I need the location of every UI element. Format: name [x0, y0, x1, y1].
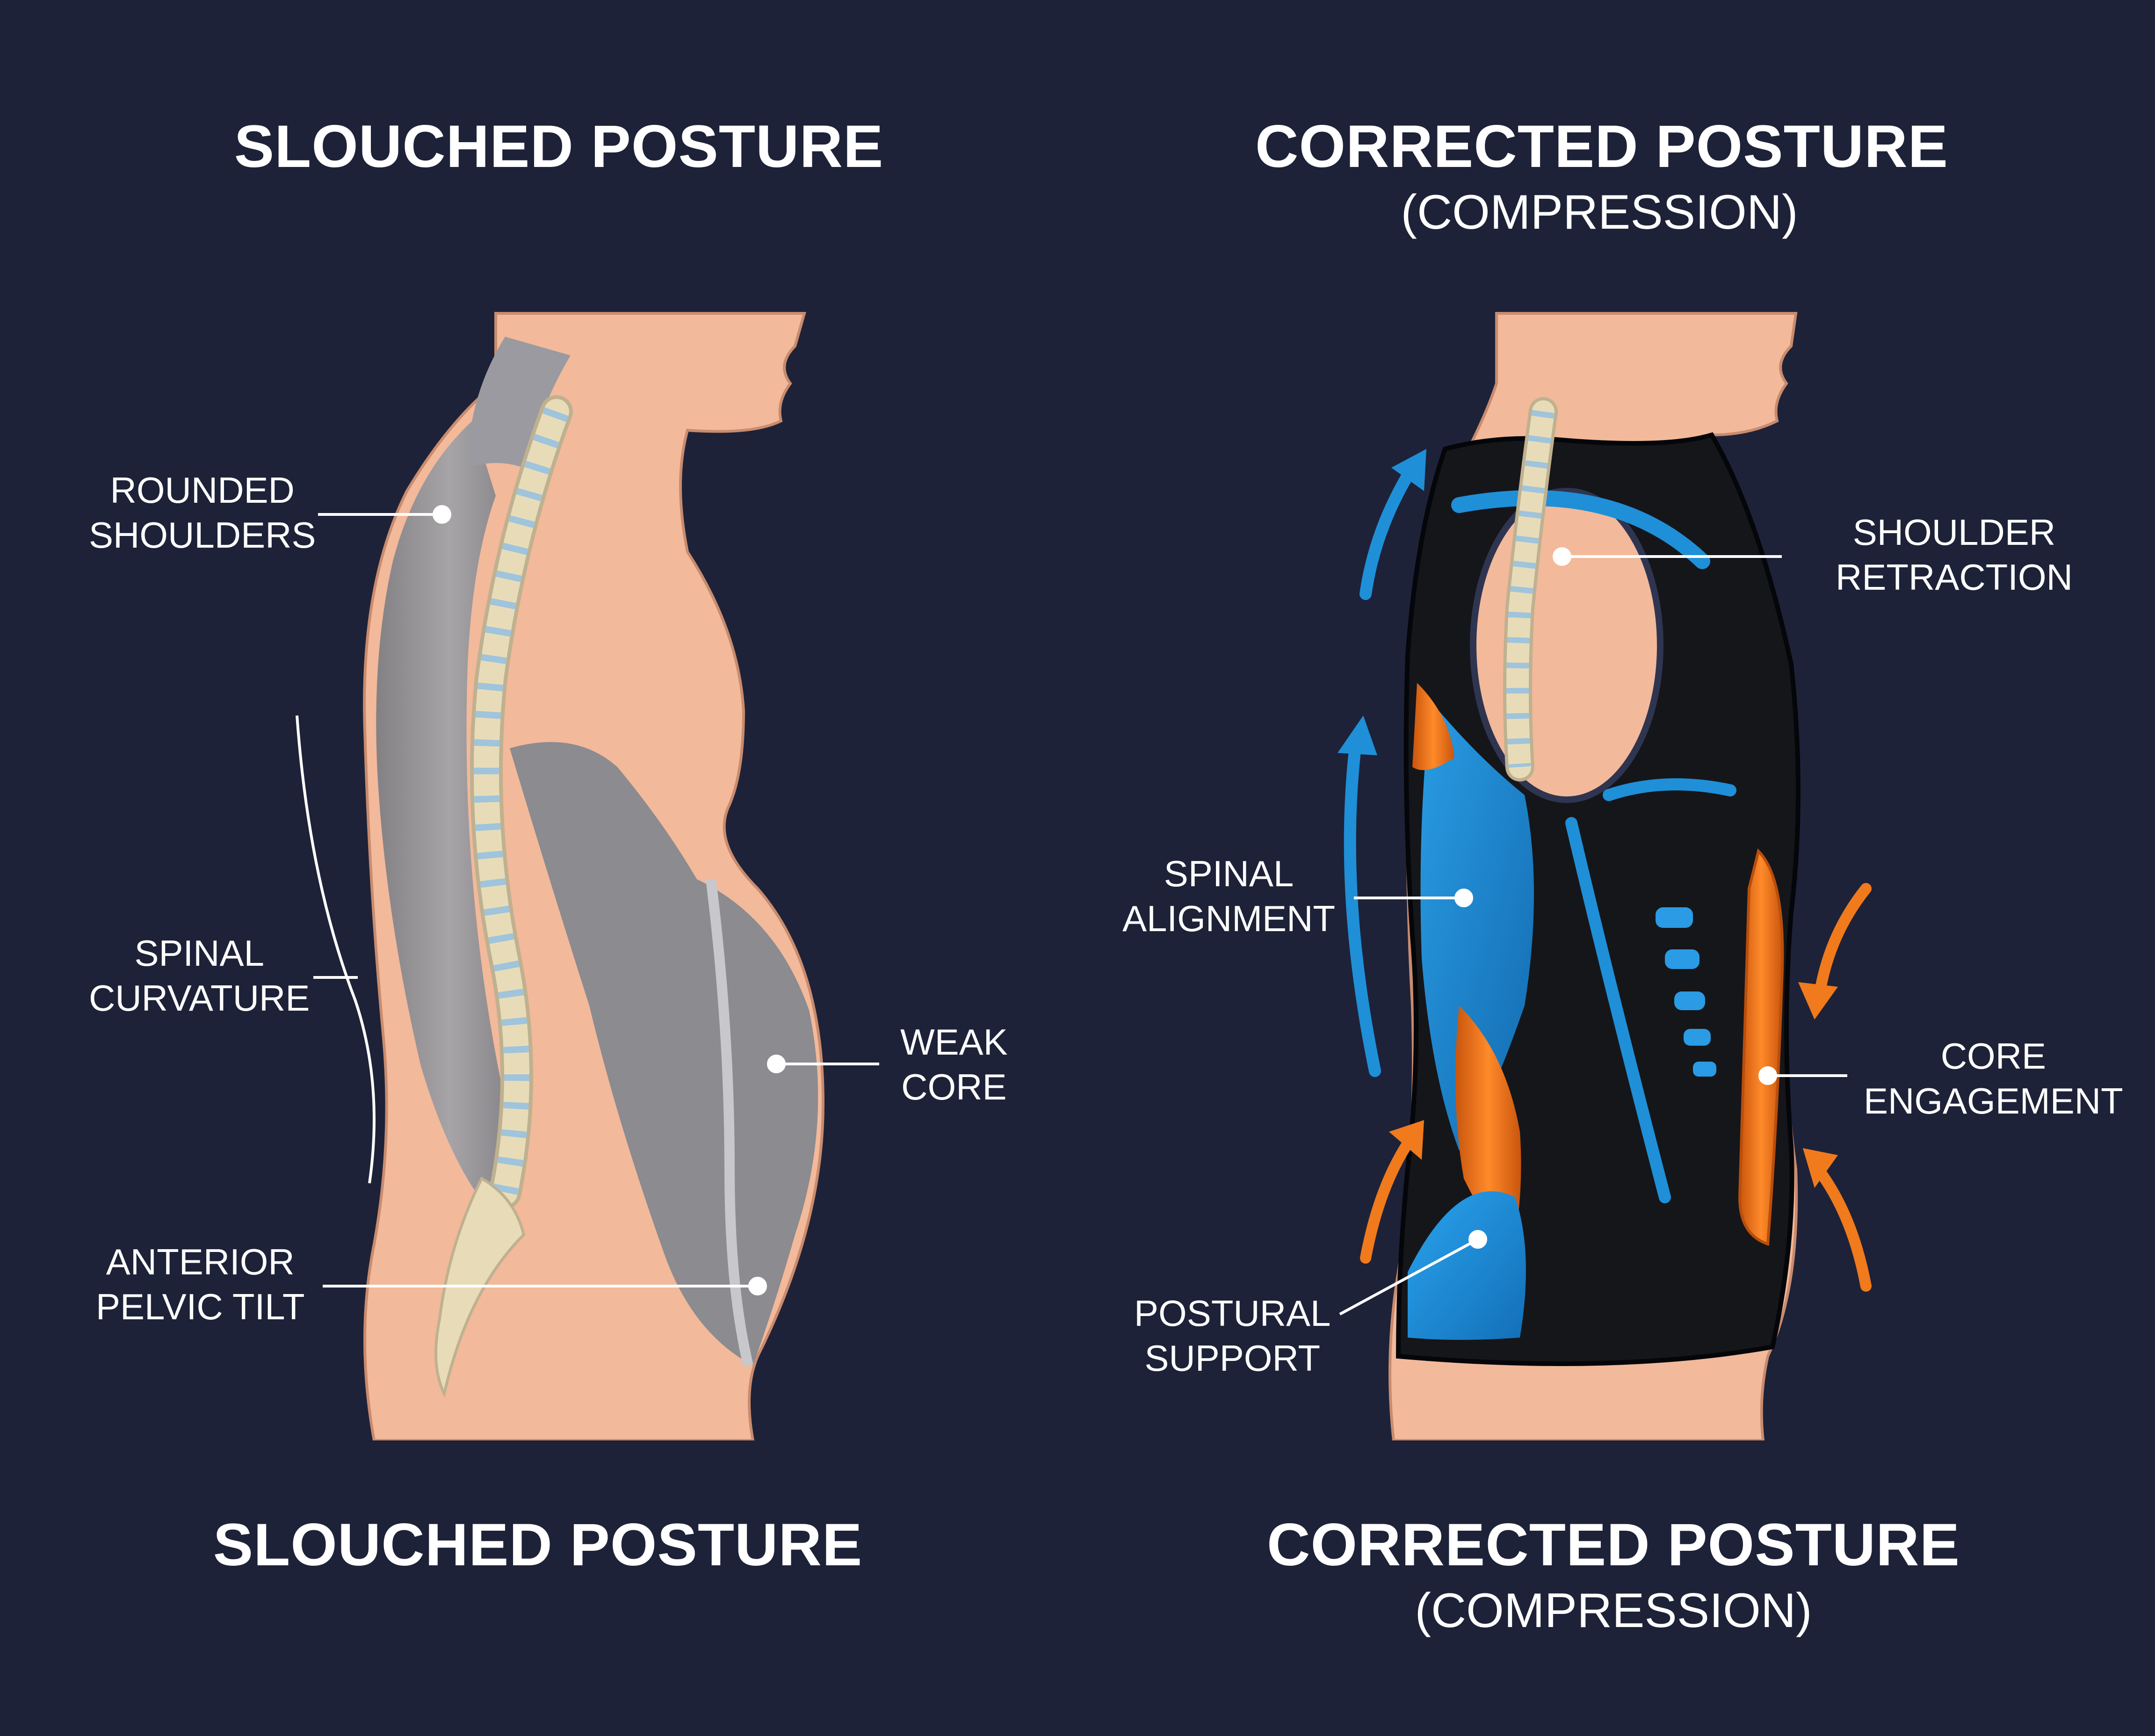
leader-lines	[313, 505, 1847, 1316]
arrow-orange-lower-right	[1809, 1159, 1872, 1292]
arrow-orange-left	[1360, 1131, 1418, 1264]
blue-side-stripe	[1565, 817, 1671, 1203]
slouched-abdominal-muscle	[510, 742, 818, 1366]
right-title-top: CORRECTED POSTURE	[1255, 113, 1948, 180]
arrow-blue-upper-head	[1391, 449, 1426, 491]
spinal-curvature-bracket	[296, 715, 376, 1184]
label-shoulder-retraction: SHOULDER RETRACTION	[1836, 512, 2073, 598]
label-anterior-pelvic-tilt: ANTERIOR PELVIC TILT	[96, 1241, 305, 1327]
arrow-orange-upper-right-head	[1798, 982, 1838, 1020]
shirt-armhole	[1470, 488, 1663, 803]
right-title-bottom: CORRECTED POSTURE	[1267, 1512, 1960, 1578]
label-spinal-alignment: SPINAL ALIGNMENT	[1122, 853, 1336, 939]
blue-chest-stripe	[1603, 778, 1736, 801]
left-title-bottom: SLOUCHED POSTURE	[213, 1512, 863, 1578]
arrow-orange-upper-right	[1814, 883, 1872, 1002]
blue-spine-dots	[1656, 907, 1716, 1077]
arrow-blue-lower-head	[1338, 716, 1377, 755]
label-weak-core: WEAK CORE	[900, 1021, 1008, 1107]
slouched-core-sheath	[706, 878, 753, 1367]
slouched-figure	[363, 312, 825, 1440]
label-core-engagement: CORE ENGAGEMENT	[1864, 1035, 2123, 1121]
label-rounded-shoulders: ROUNDED SHOULDERS	[89, 470, 316, 556]
left-title-top: SLOUCHED POSTURE	[234, 113, 884, 180]
right-subtitle-bottom: (COMPRESSION)	[1415, 1584, 1812, 1638]
corrected-figure	[1388, 312, 1801, 1440]
corrected-spine	[1503, 397, 1558, 781]
slouched-back-muscle	[376, 421, 524, 1207]
arrow-orange-left-head	[1389, 1120, 1424, 1160]
blue-back-panel	[1420, 702, 1534, 1150]
arrow-blue-upper	[1360, 462, 1418, 600]
arrow-blue-lower	[1344, 733, 1381, 1077]
arrow-orange-lower-right-head	[1803, 1148, 1838, 1188]
label-spinal-curvature: SPINAL CURVATURE	[89, 933, 310, 1019]
orange-abs-panel	[1738, 848, 1784, 1246]
orange-side-panel	[1412, 683, 1454, 770]
blue-lumbar-panel	[1408, 1191, 1526, 1340]
slouched-neck-muscle	[468, 337, 571, 468]
right-subtitle-top: (COMPRESSION)	[1401, 185, 1798, 239]
label-postural-support: POSTURAL SUPPORT	[1134, 1293, 1331, 1379]
corrective-arrows	[1338, 449, 1872, 1292]
blue-shoulder-stripe	[1451, 490, 1710, 569]
